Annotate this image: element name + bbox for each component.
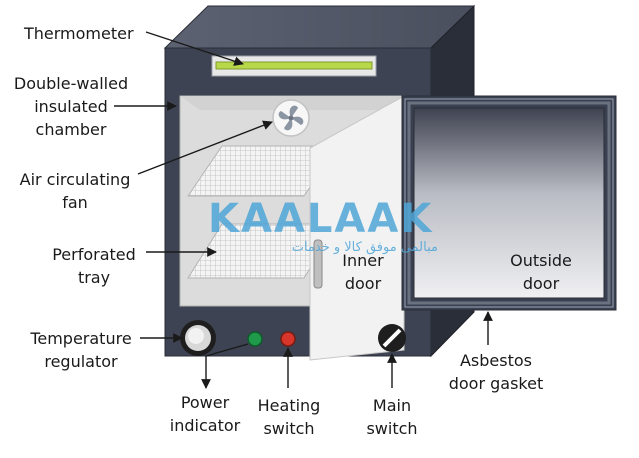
label-chamber: Double-walled insulated chamber xyxy=(13,74,129,139)
label-main-switch: Main switch xyxy=(366,396,418,438)
inner-door xyxy=(309,95,405,361)
cabinet-top xyxy=(163,5,476,49)
arrow-thermometer xyxy=(145,31,244,66)
label-heating-switch: Heating switch xyxy=(257,396,321,438)
fan-icon xyxy=(272,99,310,137)
arrow-power xyxy=(201,343,249,389)
label-regulator: Temperature regulator xyxy=(30,329,132,371)
heating-switch-lamp xyxy=(280,331,296,347)
power-indicator-lamp xyxy=(247,331,263,347)
label-thermometer: Thermometer xyxy=(24,24,134,43)
watermark-logo-subtitle: مبالمی موفق کالا و خدمات xyxy=(291,240,438,255)
label-power-indicator: Power indicator xyxy=(169,393,241,435)
inner-door-handle xyxy=(313,239,323,289)
label-tray: Perforated tray xyxy=(52,245,136,287)
arrow-fan xyxy=(137,120,273,175)
outside-door-panel xyxy=(413,107,605,299)
label-fan: Air circulating fan xyxy=(19,170,131,212)
label-gasket: Asbestos door gasket xyxy=(448,351,544,393)
regulator-knob-icon xyxy=(180,320,216,356)
watermark-logo: KAALAAK xyxy=(208,196,434,242)
label-outside-door: Outside door xyxy=(510,251,572,293)
label-inner-door: Inner door xyxy=(342,251,384,293)
main-switch-icon xyxy=(378,324,406,352)
thermometer xyxy=(215,61,373,70)
